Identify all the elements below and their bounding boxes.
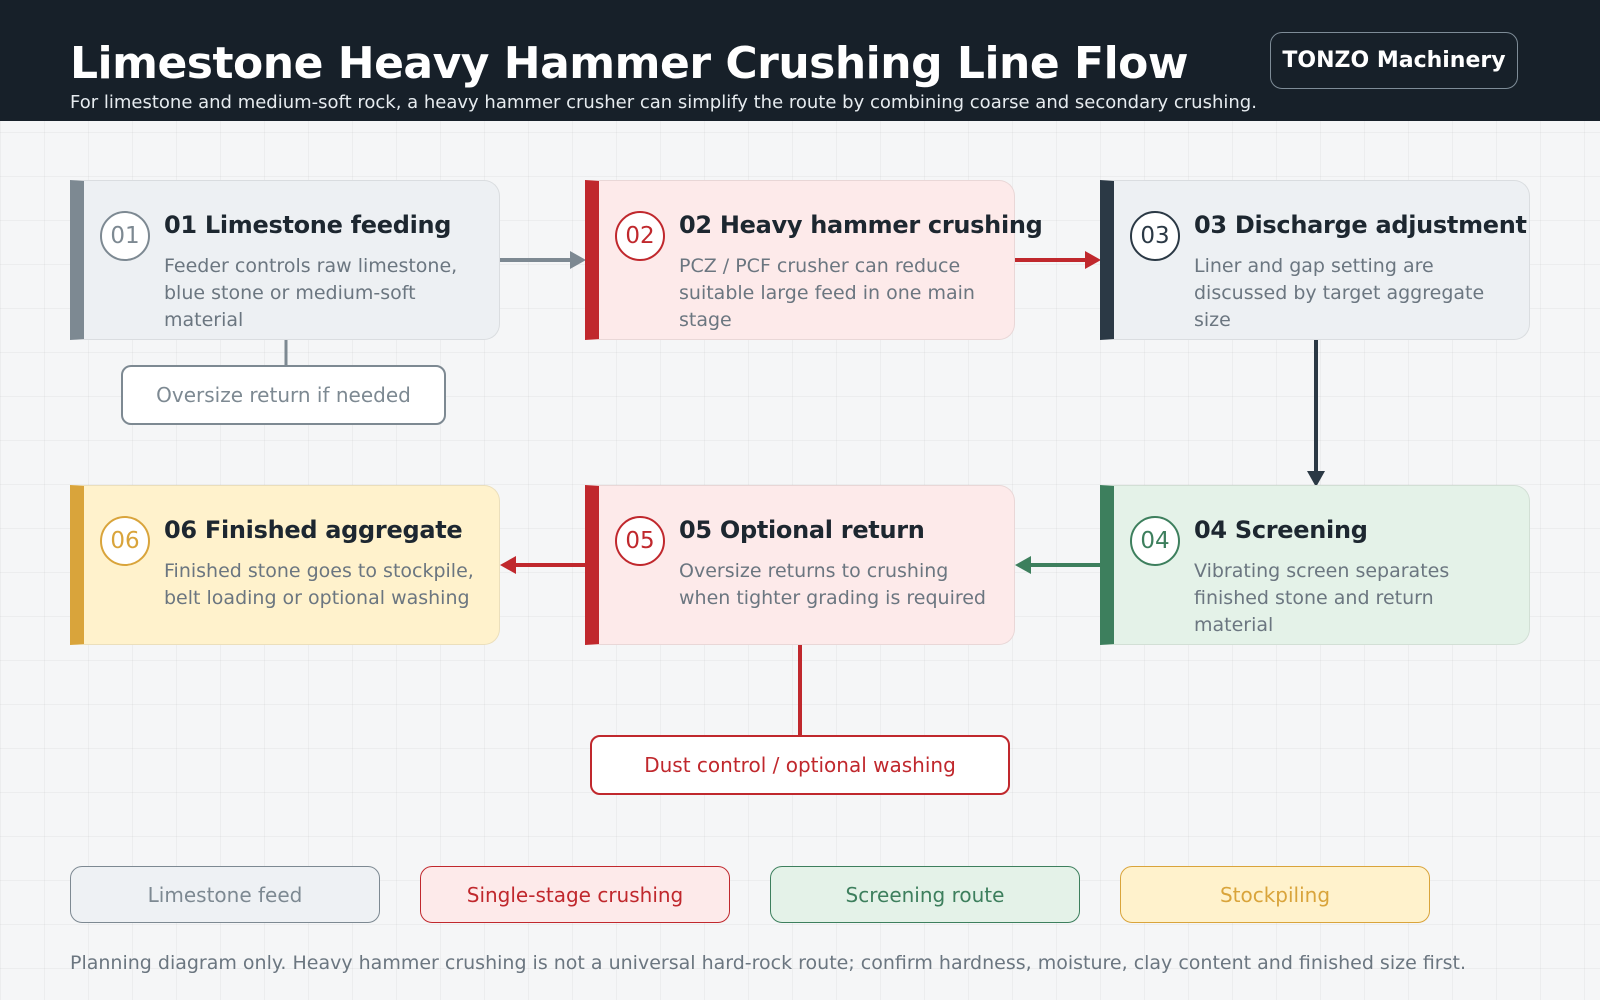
footnote: Planning diagram only. Heavy hammer crus… — [70, 952, 1466, 974]
arrow-01-to-02 — [500, 251, 586, 269]
step-title: 04 Screening — [1194, 516, 1368, 544]
header-bar: Limestone Heavy Hammer Crushing Line Flo… — [0, 0, 1600, 121]
legend-stockpiling: Stockpiling — [1120, 866, 1430, 923]
step-discharge-adjustment: 03 03 Discharge adjustment Liner and gap… — [1100, 180, 1530, 340]
legend-limestone-feed: Limestone feed — [70, 866, 380, 923]
step-number-badge: 03 — [1130, 211, 1180, 261]
oversize-return-note: Oversize return if needed — [121, 365, 446, 425]
step-title: 03 Discharge adjustment — [1194, 211, 1527, 239]
step-description: Liner and gap setting are discussed by t… — [1194, 255, 1485, 331]
step-heavy-hammer-crushing: 02 02 Heavy hammer crushing PCZ / PCF cr… — [585, 180, 1043, 340]
step-description: Finished stone goes to stockpile, belt l… — [164, 560, 474, 609]
step-number-badge: 04 — [1130, 516, 1180, 566]
step-number-badge: 01 — [100, 211, 150, 261]
step-description: PCZ / PCF crusher can reduce suitable la… — [679, 255, 975, 331]
legend-single-stage-crushing: Single-stage crushing — [420, 866, 730, 923]
step-title: 05 Optional return — [679, 516, 925, 544]
page-subtitle: For limestone and medium-soft rock, a he… — [70, 92, 1257, 113]
step-title: 01 Limestone feeding — [164, 211, 452, 239]
step-description: Feeder controls raw limestone, blue ston… — [164, 255, 458, 331]
step-screening: 04 04 Screening Vibrating screen separat… — [1100, 485, 1530, 645]
step-limestone-feeding: 01 01 Limestone feeding Feeder controls … — [70, 180, 500, 340]
arrow-03-to-04 — [1307, 340, 1325, 487]
brand-badge: TONZO Machinery — [1270, 32, 1518, 89]
step-description: Vibrating screen separates finished ston… — [1194, 560, 1450, 636]
step-number-badge: 02 — [615, 211, 665, 261]
arrow-02-to-03 — [1015, 251, 1101, 269]
dust-control-note: Dust control / optional washing — [590, 735, 1010, 795]
page-title: Limestone Heavy Hammer Crushing Line Flo… — [70, 38, 1189, 89]
step-number-badge: 06 — [100, 516, 150, 566]
step-optional-return: 05 05 Optional return Oversize returns t… — [585, 485, 1015, 645]
step-number-badge: 05 — [615, 516, 665, 566]
step-title: 06 Finished aggregate — [164, 516, 463, 544]
step-finished-aggregate: 06 06 Finished aggregate Finished stone … — [70, 485, 500, 645]
arrow-04-to-05 — [1015, 556, 1101, 574]
arrow-05-to-06 — [500, 556, 586, 574]
legend-screening-route: Screening route — [770, 866, 1080, 923]
step-title: 02 Heavy hammer crushing — [679, 211, 1043, 239]
step-description: Oversize returns to crushing when tighte… — [679, 560, 986, 609]
